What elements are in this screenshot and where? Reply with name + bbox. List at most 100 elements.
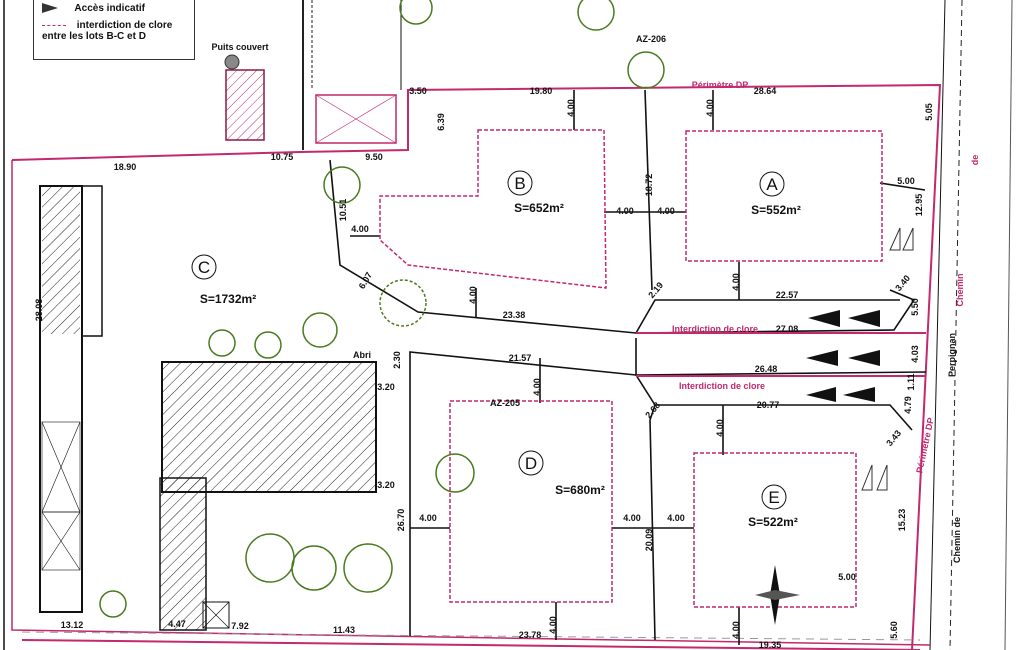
legend-access-row: Accès indicatif xyxy=(42,3,145,14)
dimension-label: 4.00 xyxy=(548,616,558,634)
dimension-label: 3.20 xyxy=(377,382,395,392)
lot-c-name: C xyxy=(198,258,210,277)
dimension-label: 5.60 xyxy=(889,621,899,639)
dimension-label: 4.00 xyxy=(667,513,685,523)
dimension-label: 4.00 xyxy=(532,378,542,396)
well-icon xyxy=(224,54,240,70)
dimension-label: 21.57 xyxy=(509,353,532,363)
dimension-label: 4.00 xyxy=(731,273,741,291)
shed xyxy=(225,69,265,141)
label-parcel-az205: AZ-205 xyxy=(490,398,520,408)
dimension-label: 10.51 xyxy=(338,199,348,222)
lot-e-name: E xyxy=(768,488,779,507)
lot-a-area: S=552m² xyxy=(751,203,801,217)
garage xyxy=(315,94,397,144)
dimension-label: 28.64 xyxy=(754,86,777,96)
dimension-label: 23.78 xyxy=(519,630,542,640)
dimension-label: 4.03 xyxy=(910,345,920,363)
lot-d-name: D xyxy=(525,454,537,473)
dimension-label: 3.20 xyxy=(377,480,395,490)
perimeter-line-bottom xyxy=(21,639,921,650)
tree-icons xyxy=(99,0,665,618)
dimension-label: 15.23 xyxy=(897,509,907,532)
legend-no-fence-row: interdiction de clore entre les lots B-C… xyxy=(42,20,192,42)
dimension-label: 4.00 xyxy=(623,513,641,523)
dimension-label: 20.09 xyxy=(644,529,654,552)
legend-no-fence-label-1: interdiction de clore xyxy=(76,20,173,31)
dimension-label: 3.50 xyxy=(409,86,427,96)
dimension-label: 6.39 xyxy=(436,113,446,131)
label-parcel-az206: AZ-206 xyxy=(636,34,666,44)
dimension-label: 11.43 xyxy=(333,625,355,635)
dimension-label: 9.50 xyxy=(365,152,383,162)
dimension-label: 3.43 xyxy=(884,428,903,448)
label-road-name-big: Chemin de xyxy=(952,517,962,563)
dimension-label: 2.68 xyxy=(643,400,662,420)
lot-d-area: S=680m² xyxy=(555,483,605,497)
dimension-label: 19.35 xyxy=(759,640,782,650)
dimension-label: 26.48 xyxy=(755,364,778,374)
lot-b-name: B xyxy=(514,174,525,193)
dimension-label: 2.30 xyxy=(392,351,402,369)
dimension-label: 4.79 xyxy=(903,396,913,414)
dimension-label: 13.12 xyxy=(61,620,84,630)
dimension-label: 5.50 xyxy=(910,298,920,316)
perimeter-line-left xyxy=(11,160,931,646)
lot-d-marker xyxy=(518,450,544,476)
lot-b-marker xyxy=(507,170,533,196)
dimension-label: 4.00 xyxy=(731,621,741,639)
dimension-label: 5.05 xyxy=(924,103,934,121)
perimeter-line xyxy=(11,83,942,650)
dimension-label: 19.80 xyxy=(530,86,553,96)
label-perimeter-top: Périmètre DP xyxy=(692,80,749,90)
lot-boundaries xyxy=(329,89,927,645)
dimension-label: 10.75 xyxy=(271,152,294,162)
access-arrow-icons xyxy=(806,310,880,402)
dimension-label: 18.90 xyxy=(114,162,137,172)
dimension-label: 28.08 xyxy=(34,299,44,322)
label-no-fence-1: Interdiction de clore xyxy=(672,324,758,334)
dimension-label: 1.11 xyxy=(906,373,916,390)
lot-c-area: S=1732m² xyxy=(200,292,256,306)
dimension-label: 4.00 xyxy=(657,206,675,216)
dimension-label: 23.38 xyxy=(503,310,526,320)
dimension-label: 4.00 xyxy=(705,99,715,117)
dimension-label: 26.70 xyxy=(396,509,406,532)
dimension-label: 4.00 xyxy=(566,99,576,117)
label-road-direction: Perpignan xyxy=(947,333,957,377)
label-road-name-small-de: de xyxy=(970,155,980,166)
lot-a-name: A xyxy=(766,175,778,194)
legend: Accès indicatif interdiction de clore en… xyxy=(33,0,195,60)
lot-a-marker xyxy=(759,171,785,197)
dimension-label: 6.07 xyxy=(357,270,374,290)
lot-b-area: S=652m² xyxy=(514,201,564,215)
existing-buildings xyxy=(39,185,377,631)
lot-e-marker xyxy=(761,484,787,510)
label-road-name-small: Chemin xyxy=(955,273,965,306)
access-outline-icons xyxy=(861,227,914,491)
dimension-label: 4.47 xyxy=(168,619,186,629)
legend-no-fence-label-2: entre les lots B-C et D xyxy=(42,31,146,42)
dimension-label: 7.92 xyxy=(231,621,249,631)
dimension-label: 22.57 xyxy=(776,290,799,300)
legend-access-label: Accès indicatif xyxy=(74,3,146,14)
dimension-label: 4.00 xyxy=(419,513,437,523)
dimension-label: 5.00 xyxy=(838,572,856,582)
north-arrow-icon xyxy=(755,565,800,625)
dimension-label: 4.00 xyxy=(351,224,369,234)
fence-line-bottom xyxy=(21,631,921,641)
dimension-label: 12.95 xyxy=(914,194,924,217)
access-arrow-icon xyxy=(42,3,58,14)
label-shelter-label: Abri xyxy=(353,350,371,360)
dimension-label: 2.19 xyxy=(646,280,665,300)
building-envelopes xyxy=(379,129,883,608)
dimension-label: 20.77 xyxy=(757,400,780,410)
dimension-label: 18.72 xyxy=(644,174,654,197)
no-fence-line-icon xyxy=(42,24,66,26)
lot-c-marker xyxy=(191,254,217,280)
dimension-label: 5.00 xyxy=(897,176,915,186)
label-well-label: Puits couvert xyxy=(211,42,268,52)
dimension-label: 27.08 xyxy=(776,324,799,334)
